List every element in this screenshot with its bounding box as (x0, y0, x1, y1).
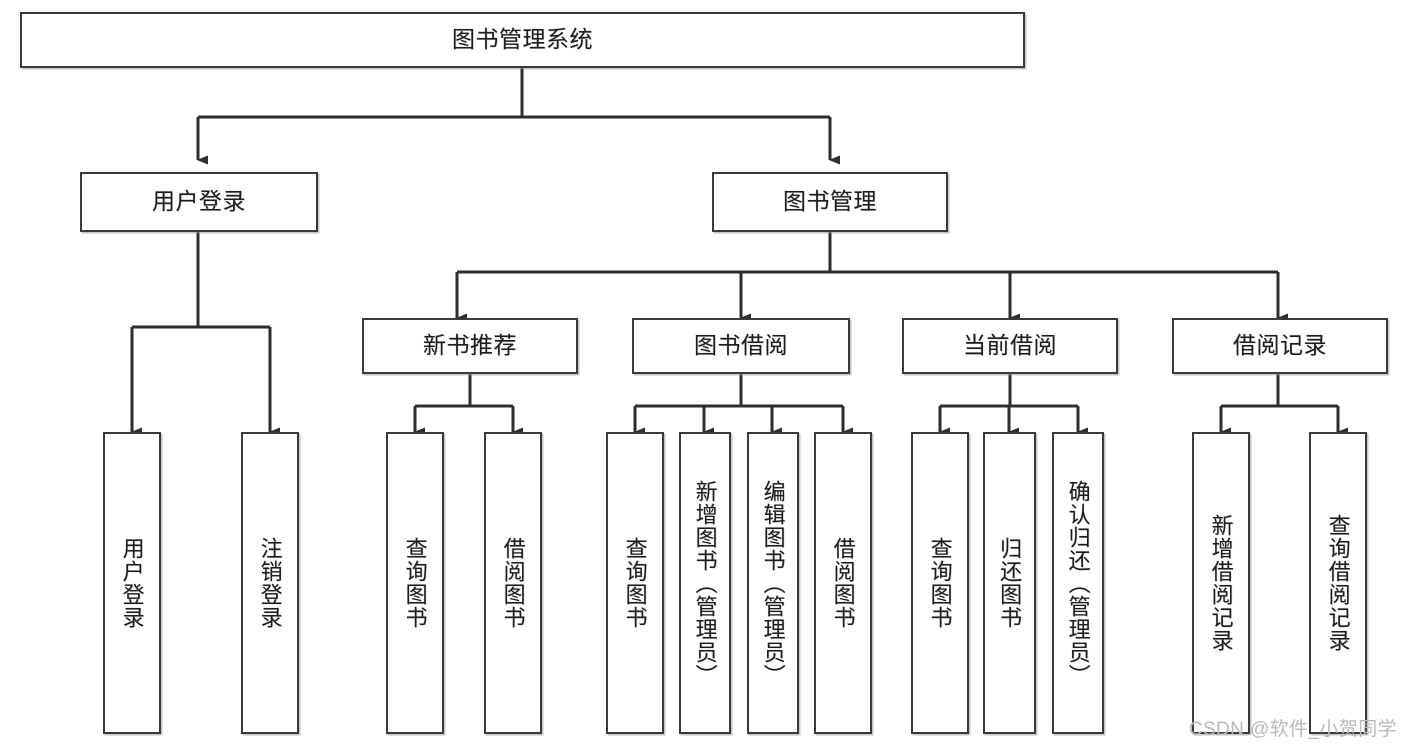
node-leaf-query-book-rec-label: 查询图书 (402, 537, 428, 629)
node-leaf-logout-label: 注销登录 (257, 537, 283, 629)
node-current-borrow-label: 当前借阅 (963, 332, 1057, 359)
node-leaf-user-login[interactable]: 用户登录 (103, 432, 161, 734)
node-leaf-query-book-borrow[interactable]: 查询图书 (606, 432, 664, 734)
node-new-book-rec-label: 新书推荐 (423, 332, 517, 359)
node-root-label: 图书管理系统 (452, 26, 593, 53)
node-new-book-rec[interactable]: 新书推荐 (362, 318, 578, 374)
node-borrow-record[interactable]: 借阅记录 (1172, 318, 1388, 374)
node-leaf-query-record[interactable]: 查询借阅记录 (1309, 432, 1367, 734)
node-leaf-add-book-label: 新增图书（管理员） (692, 479, 718, 687)
node-leaf-user-login-label: 用户登录 (119, 537, 145, 629)
node-leaf-query-book-borrow-label: 查询图书 (622, 537, 648, 629)
node-leaf-borrow-book-rec[interactable]: 借阅图书 (484, 432, 542, 734)
node-leaf-borrow-book[interactable]: 借阅图书 (814, 432, 872, 734)
node-leaf-query-record-label: 查询借阅记录 (1325, 514, 1351, 652)
node-leaf-return-book[interactable]: 归还图书 (983, 432, 1036, 734)
node-book-borrow[interactable]: 图书借阅 (632, 318, 850, 374)
node-leaf-query-book-current-label: 查询图书 (927, 537, 953, 629)
node-leaf-add-record[interactable]: 新增借阅记录 (1192, 432, 1250, 734)
node-leaf-query-book-rec[interactable]: 查询图书 (386, 432, 444, 734)
node-leaf-confirm-return-label: 确认归还（管理员） (1065, 479, 1091, 687)
node-root[interactable]: 图书管理系统 (20, 12, 1025, 68)
node-current-borrow[interactable]: 当前借阅 (902, 318, 1118, 374)
node-leaf-add-book[interactable]: 新增图书（管理员） (679, 432, 731, 734)
node-borrow-record-label: 借阅记录 (1233, 332, 1327, 359)
node-leaf-borrow-book-label: 借阅图书 (830, 537, 856, 629)
node-leaf-borrow-book-rec-label: 借阅图书 (500, 537, 526, 629)
node-leaf-add-record-label: 新增借阅记录 (1208, 514, 1234, 652)
node-leaf-edit-book[interactable]: 编辑图书（管理员） (747, 432, 799, 734)
node-book-borrow-label: 图书借阅 (694, 332, 788, 359)
node-user-login-label: 用户登录 (152, 188, 246, 215)
node-leaf-logout[interactable]: 注销登录 (241, 432, 299, 734)
node-book-manage-label: 图书管理 (783, 188, 877, 215)
node-user-login[interactable]: 用户登录 (80, 172, 318, 232)
node-leaf-return-book-label: 归还图书 (997, 537, 1023, 629)
node-leaf-query-book-current[interactable]: 查询图书 (911, 432, 969, 734)
node-leaf-confirm-return[interactable]: 确认归还（管理员） (1052, 432, 1104, 734)
node-book-manage[interactable]: 图书管理 (712, 172, 948, 232)
node-leaf-edit-book-label: 编辑图书（管理员） (760, 479, 786, 687)
